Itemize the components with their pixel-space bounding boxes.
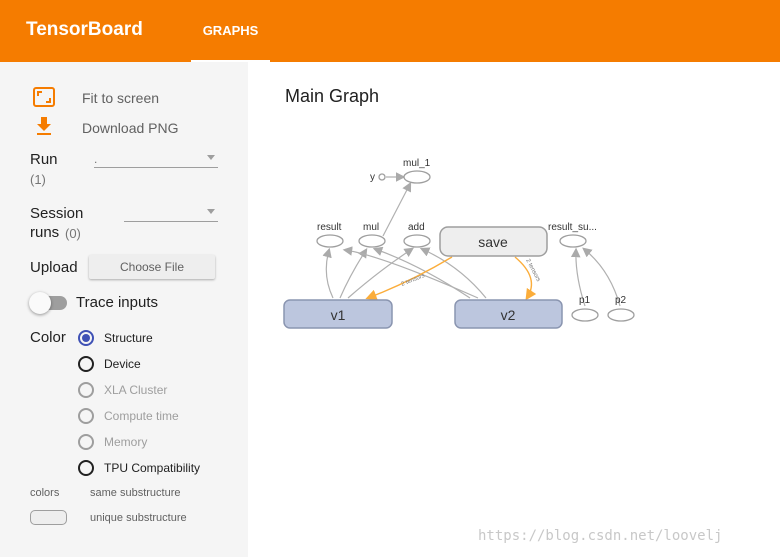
run-count: (1): [30, 172, 46, 187]
radio-memory-label: Memory: [104, 435, 148, 449]
node-result-su[interactable]: [559, 234, 587, 248]
node-add[interactable]: [403, 234, 431, 248]
fit-to-screen-label: Fit to screen: [82, 90, 160, 106]
node-y[interactable]: [378, 173, 386, 181]
chevron-down-icon: [207, 155, 215, 160]
sidebar: Fit to screen Download PNG Run (1) . Ses…: [0, 62, 248, 557]
upload-label: Upload: [30, 259, 78, 276]
graph-canvas[interactable]: 2 tensors 2 tensors mul_1 y result mul a…: [248, 62, 780, 557]
radio-xla-cluster[interactable]: [78, 382, 94, 398]
node-p2[interactable]: [607, 308, 635, 322]
run-label: Run: [30, 151, 58, 168]
toggle-knob[interactable]: [29, 292, 51, 314]
legend-same-substructure: same substructure: [90, 487, 181, 499]
radio-tpu-compatibility-label: TPU Compatibility: [104, 461, 201, 475]
node-result-su-label: result_su...: [548, 222, 597, 233]
choose-file-button[interactable]: Choose File: [89, 255, 215, 279]
tab-active-indicator: [191, 60, 270, 62]
radio-structure[interactable]: [78, 330, 94, 346]
node-y-label: y: [370, 172, 375, 183]
node-mul-1-label: mul_1: [403, 158, 431, 169]
radio-structure-label: Structure: [104, 331, 153, 345]
session-runs-count: (0): [65, 226, 81, 241]
graph-title: Main Graph: [285, 86, 380, 106]
radio-compute-time-label: Compute time: [104, 409, 179, 423]
app-title: TensorBoard: [26, 19, 143, 40]
radio-device-label: Device: [104, 357, 141, 371]
node-v2[interactable]: [454, 299, 563, 329]
radio-compute-time[interactable]: [78, 408, 94, 424]
tab-graphs[interactable]: GRAPHS: [191, 0, 270, 62]
download-png-button[interactable]: Download PNG: [30, 114, 210, 140]
radio-device[interactable]: [78, 356, 94, 372]
node-mul-1[interactable]: [403, 170, 431, 184]
node-mul-label: mul: [363, 222, 379, 233]
node-mul[interactable]: [358, 234, 386, 248]
node-v1-label: v1: [331, 307, 346, 323]
node-result[interactable]: [316, 234, 344, 248]
radio-xla-cluster-label: XLA Cluster: [104, 383, 168, 397]
session-runs-select[interactable]: [124, 206, 218, 222]
download-icon: [37, 117, 51, 135]
graph-edges: [322, 172, 621, 307]
ref-edges: [365, 256, 537, 301]
graph-panel: Main Graph 2 tensors: [248, 62, 780, 557]
run-select-value: .: [94, 152, 98, 166]
node-add-label: add: [408, 222, 425, 233]
session-runs-label-2: runs: [30, 224, 60, 241]
fit-screen-icon: [33, 87, 55, 107]
color-label: Color: [30, 329, 66, 346]
node-v1[interactable]: [283, 299, 393, 329]
node-p1[interactable]: [571, 308, 599, 322]
node-save[interactable]: [439, 226, 548, 257]
watermark: https://blog.csdn.net/loovelj: [478, 528, 723, 544]
chevron-down-icon: [207, 209, 215, 214]
radio-memory[interactable]: [78, 434, 94, 450]
download-png-label: Download PNG: [82, 120, 179, 136]
run-select[interactable]: .: [94, 152, 218, 168]
radio-tpu-compatibility[interactable]: [78, 460, 94, 476]
node-p2-label: p2: [615, 295, 627, 306]
node-p1-label: p1: [579, 295, 591, 306]
top-app-bar: TensorBoard GRAPHS: [0, 0, 780, 62]
legend-unique-substructure: unique substructure: [90, 512, 187, 524]
session-runs-label: Session: [30, 205, 84, 222]
tab-graphs-label: GRAPHS: [202, 23, 259, 38]
node-save-label: save: [478, 234, 508, 250]
node-v2-label: v2: [501, 307, 516, 323]
node-result-label: result: [317, 222, 342, 233]
fit-to-screen-button[interactable]: Fit to screen: [30, 84, 210, 110]
edge-label-tensors: 2 tensors: [401, 273, 426, 288]
legend-colors-label: colors: [30, 487, 60, 499]
trace-inputs-label: Trace inputs: [76, 294, 158, 311]
legend-swatch: [30, 510, 67, 525]
